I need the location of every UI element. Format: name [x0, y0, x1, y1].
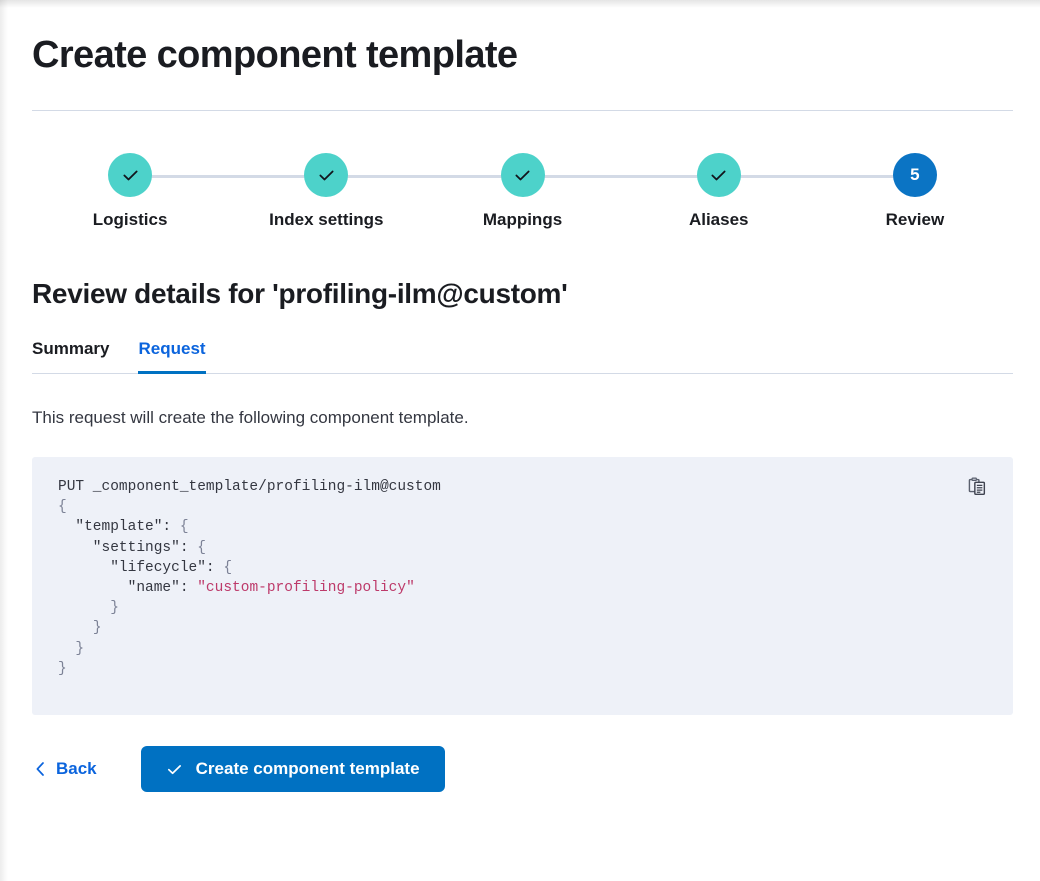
back-button-label: Back	[56, 759, 97, 778]
check-icon	[108, 153, 153, 197]
step-number-badge: 5	[892, 153, 937, 197]
back-button[interactable]: Back	[32, 753, 99, 785]
wizard-step-logistics[interactable]: Logistics	[32, 153, 228, 230]
page-title: Create component template	[32, 34, 518, 76]
wizard-step-aliases[interactable]: Aliases	[522, 153, 817, 230]
tab-bar: Summary Request	[32, 339, 1013, 374]
wizard-step-index-settings[interactable]: Index settings	[130, 153, 424, 230]
step-label: Index settings	[269, 210, 384, 229]
check-icon	[166, 761, 183, 778]
step-connector	[130, 175, 327, 178]
step-connector	[718, 175, 915, 178]
chevron-left-icon	[34, 761, 47, 777]
clipboard-copy-icon[interactable]	[961, 470, 993, 502]
header-divider	[32, 110, 1013, 111]
step-connector	[522, 175, 719, 178]
step-label: Mappings	[482, 210, 563, 229]
step-connector	[326, 175, 523, 178]
check-icon	[500, 153, 545, 197]
check-icon	[304, 153, 349, 197]
section-title: Review details for 'profiling-ilm@custom…	[32, 278, 568, 309]
create-component-template-label: Create component template	[195, 759, 420, 778]
tab-request[interactable]: Request	[138, 339, 206, 374]
check-icon	[696, 153, 741, 197]
request-code-block: PUT _component_template/profiling-ilm@cu…	[58, 479, 441, 677]
wizard-step-mappings[interactable]: Mappings	[326, 153, 620, 230]
step-label: Logistics	[92, 210, 168, 229]
wizard-footer: Back Create component template	[32, 746, 1013, 792]
tab-summary[interactable]: Summary	[32, 339, 109, 374]
step-label: Review	[885, 210, 945, 229]
create-component-template-button[interactable]: Create component template	[140, 746, 445, 792]
request-description: This request will create the following c…	[32, 408, 469, 427]
request-code-panel: PUT _component_template/profiling-ilm@cu…	[32, 457, 1013, 715]
step-label: Aliases	[688, 210, 749, 229]
